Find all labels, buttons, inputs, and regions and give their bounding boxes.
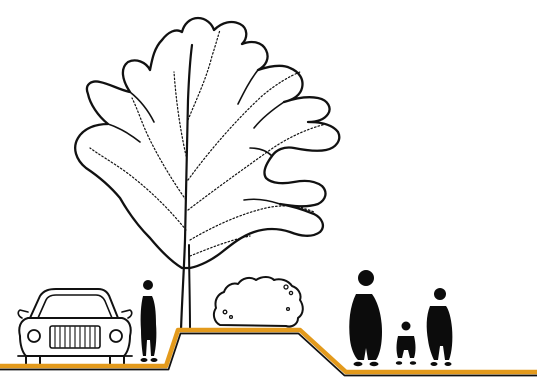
ground-outline — [0, 334, 537, 376]
car-cabin — [30, 289, 118, 318]
car-headlight-left — [28, 330, 40, 342]
ground-line — [0, 330, 537, 372]
ground-section — [0, 330, 537, 376]
person-large — [349, 270, 382, 366]
bush — [214, 277, 303, 327]
bush-outline — [214, 277, 303, 327]
person-adult-right — [427, 288, 453, 366]
car-headlight-right — [110, 330, 122, 342]
person-child — [396, 322, 416, 365]
tree — [75, 18, 339, 330]
person-standing — [141, 280, 158, 362]
car — [18, 289, 132, 366]
